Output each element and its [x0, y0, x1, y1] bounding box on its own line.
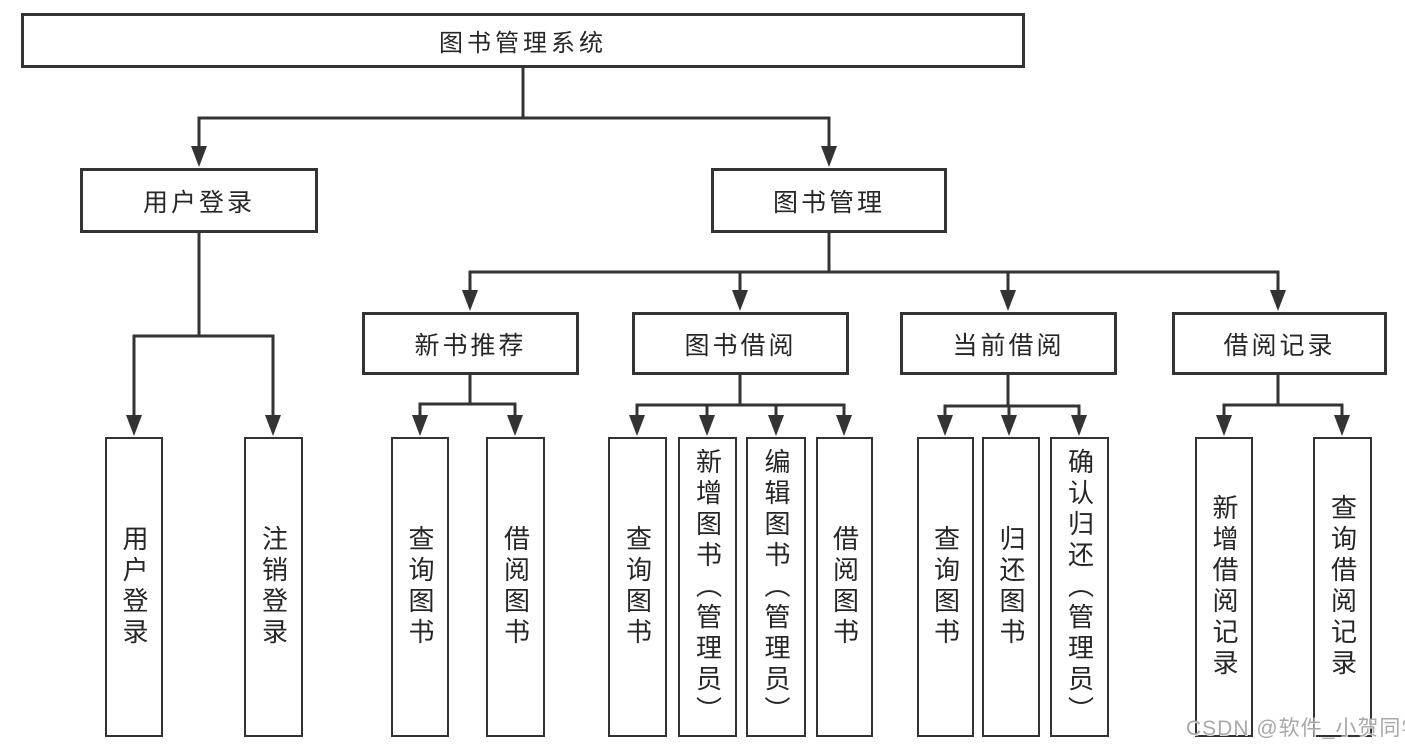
- leaf-bb-edit-book-admin: 编辑图书（管理员）: [746, 437, 806, 737]
- node-label: 借阅记录: [1223, 331, 1336, 360]
- leaf-label: 新增图书（管理员）: [692, 447, 723, 727]
- leaf-label: 查询图书: [405, 525, 435, 649]
- node-user-login: 用户登录: [80, 168, 318, 233]
- leaf-bb-borrow-books: 借阅图书: [816, 437, 873, 737]
- leaf-label: 归还图书: [996, 525, 1026, 649]
- leaf-nbr-query-books: 查询图书: [391, 437, 449, 737]
- leaf-nbr-borrow-books: 借阅图书: [486, 437, 545, 737]
- leaf-label: 注销登录: [258, 525, 289, 649]
- leaf-label: 借阅图书: [829, 525, 860, 649]
- node-label: 图书管理: [772, 188, 885, 217]
- leaf-label: 查询图书: [930, 525, 961, 649]
- leaf-br-query-record: 查询借阅记录: [1313, 437, 1372, 737]
- leaf-bb-add-book-admin: 新增图书（管理员）: [678, 437, 737, 737]
- leaf-cb-confirm-return-admin: 确认归还（管理员）: [1050, 437, 1109, 737]
- node-root-system: 图书管理系统: [21, 13, 1025, 68]
- node-book-management: 图书管理: [711, 168, 947, 233]
- leaf-user-login: 用户登录: [105, 437, 163, 737]
- leaf-label: 确认归还（管理员）: [1064, 447, 1095, 727]
- node-label: 图书管理系统: [439, 30, 607, 57]
- node-borrowing-records: 借阅记录: [1172, 312, 1387, 375]
- node-label: 用户登录: [142, 188, 255, 217]
- csdn-watermark: CSDN @软件_小贺同学: [1186, 717, 1405, 740]
- arrow-heads: [126, 146, 1350, 436]
- node-current-borrowing: 当前借阅: [900, 312, 1117, 375]
- leaf-label: 借阅图书: [500, 525, 531, 649]
- leaf-label: 查询借阅记录: [1327, 494, 1358, 680]
- node-label: 图书借阅: [684, 331, 797, 360]
- node-label: 当前借阅: [952, 331, 1065, 360]
- tree-edges: [132, 68, 1344, 418]
- leaf-logout: 注销登录: [244, 437, 303, 737]
- leaf-cb-return-books: 归还图书: [982, 437, 1040, 737]
- node-label: 新书推荐: [414, 331, 527, 360]
- leaf-bb-query-books: 查询图书: [608, 437, 667, 737]
- leaf-label: 新增借阅记录: [1209, 494, 1239, 680]
- leaf-cb-query-books: 查询图书: [917, 437, 974, 737]
- leaf-br-add-record: 新增借阅记录: [1195, 437, 1253, 737]
- node-book-borrowing: 图书借阅: [632, 312, 849, 375]
- leaf-label: 查询图书: [622, 525, 653, 649]
- leaf-label: 编辑图书（管理员）: [761, 447, 791, 727]
- node-new-book-recommendation: 新书推荐: [362, 312, 579, 375]
- leaf-label: 用户登录: [119, 525, 149, 649]
